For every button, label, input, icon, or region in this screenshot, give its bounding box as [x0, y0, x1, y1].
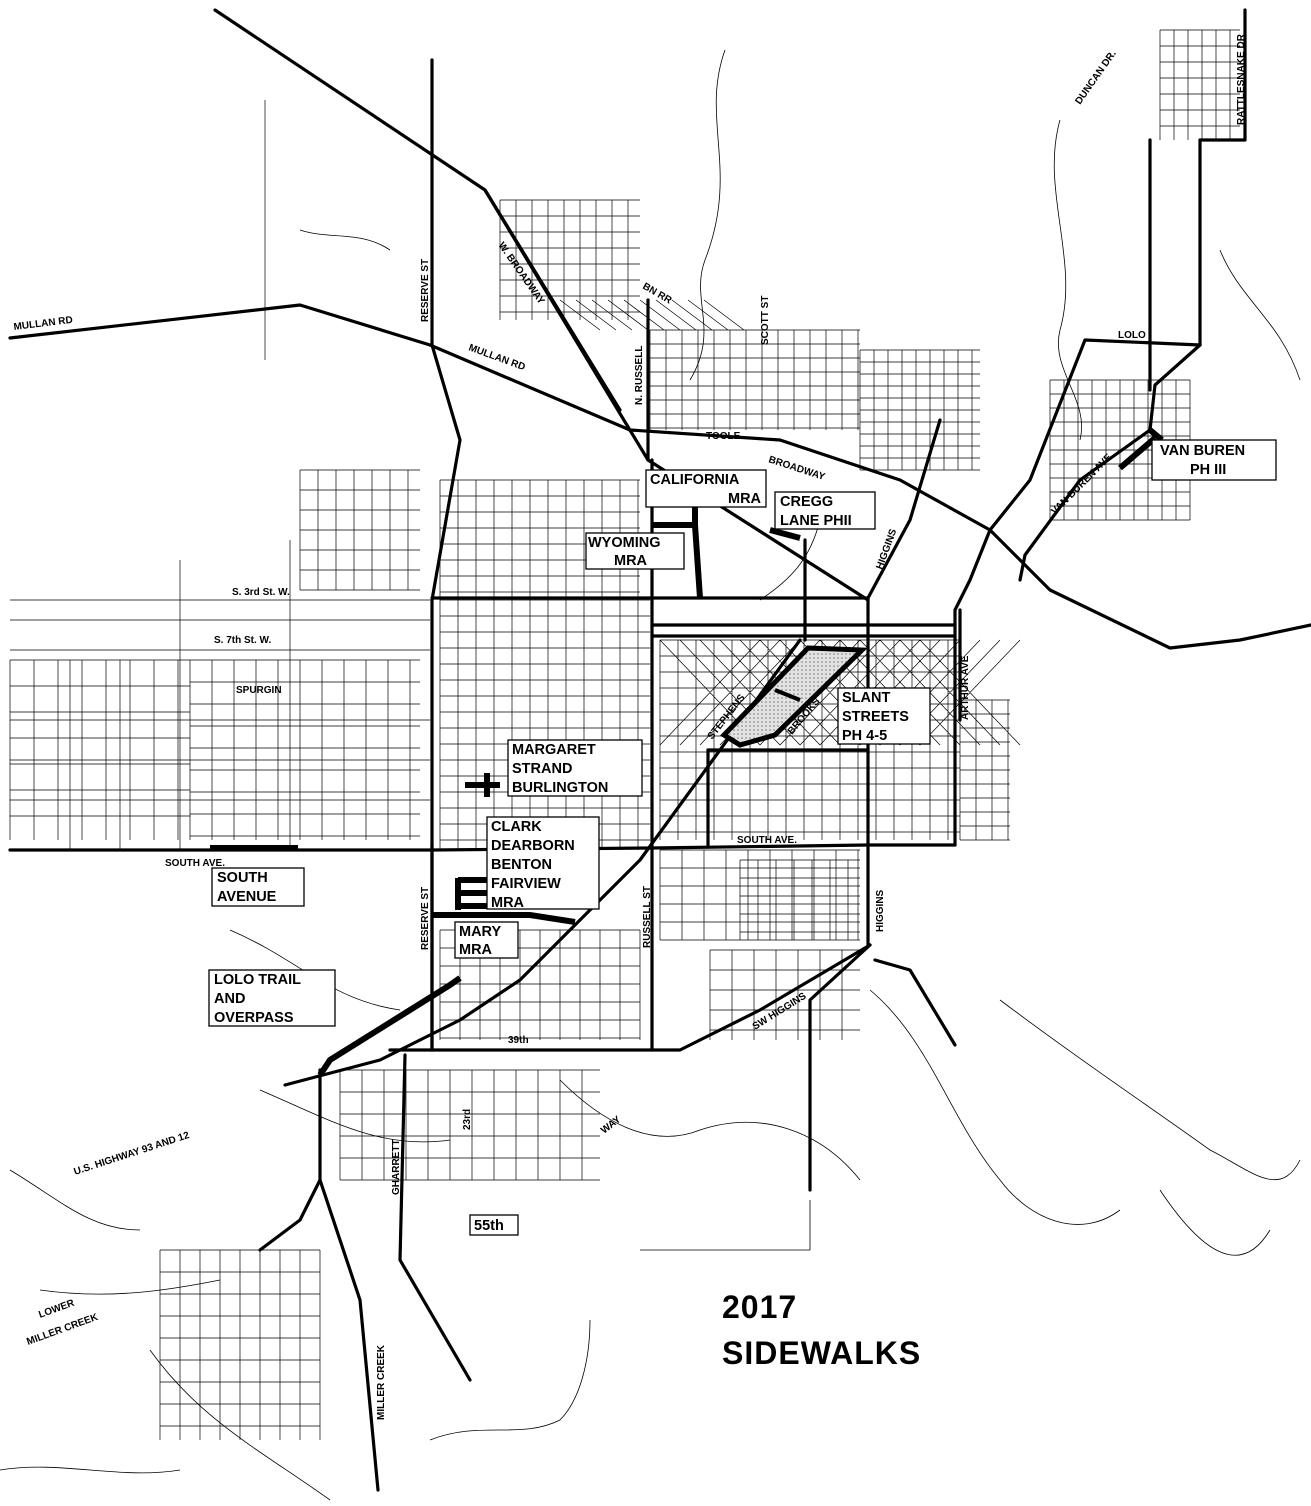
svg-text:FAIRVIEW: FAIRVIEW	[491, 876, 561, 892]
street-label-lower-miller-2: MILLER CREEK	[25, 1312, 100, 1348]
street-grid	[9, 29, 1240, 1440]
street-label-23rd: 23rd	[462, 1109, 473, 1130]
svg-text:STRAND: STRAND	[512, 761, 572, 777]
street-label-broadway: BROADWAY	[767, 454, 826, 483]
svg-text:MRA: MRA	[491, 895, 525, 911]
street-label-lower-miller: LOWER	[37, 1297, 76, 1320]
label-south-avenue: SOUTH AVENUE	[211, 867, 305, 907]
svg-text:MRA: MRA	[614, 553, 648, 569]
street-label-gharrett: GHARRETT	[391, 1139, 402, 1195]
svg-text:MRA: MRA	[728, 491, 762, 507]
street-label-way: WAY	[599, 1114, 623, 1136]
svg-text:BURLINGTON: BURLINGTON	[512, 780, 608, 796]
svg-text:BENTON: BENTON	[491, 857, 552, 873]
street-label-spurgin: SPURGIN	[236, 685, 282, 696]
svg-text:STREETS: STREETS	[842, 709, 909, 725]
svg-text:AVENUE: AVENUE	[217, 889, 277, 905]
svg-text:OVERPASS: OVERPASS	[214, 1010, 294, 1026]
street-label-russell-south: RUSSELL ST	[642, 886, 653, 948]
svg-text:55th: 55th	[474, 1218, 504, 1234]
major-roads	[8, 8, 1311, 1492]
street-label-arthur: ARTHUR AVE	[960, 655, 971, 720]
street-label-higgins-south: HIGGINS	[875, 889, 886, 932]
svg-text:CALIFORNIA: CALIFORNIA	[650, 472, 740, 488]
svg-text:AND: AND	[214, 991, 245, 1007]
creeks	[0, 49, 1301, 1501]
street-label-miller-creek: MILLER CREEK	[376, 1344, 387, 1420]
label-lolo-trail: LOLO TRAIL AND OVERPASS	[208, 969, 336, 1027]
street-label-scott: SCOTT ST	[760, 296, 771, 345]
map-title-year: 2017	[722, 1289, 797, 1325]
street-label-n-russell: N. RUSSELL	[634, 346, 645, 405]
svg-text:VAN BUREN: VAN BUREN	[1160, 443, 1245, 459]
street-label-south-ave-west: SOUTH AVE.	[165, 858, 225, 869]
street-label-toole: TOOLE	[706, 431, 741, 442]
label-cregg: CREGG LANE PHII	[774, 491, 876, 530]
svg-text:WYOMING: WYOMING	[588, 535, 661, 551]
street-label-reserve-north: RESERVE ST	[420, 259, 431, 322]
street-label-bn-rr: BN RR	[641, 281, 675, 307]
street-label-south-ave-east: SOUTH AVE.	[737, 835, 797, 846]
label-mary: MARY MRA	[454, 921, 519, 959]
street-label-van-buren-ave: VAN BUREN AVE	[1049, 452, 1114, 517]
svg-text:SOUTH: SOUTH	[217, 870, 268, 886]
street-label-39th: 39th	[508, 1035, 529, 1046]
street-label-mullan-center: MULLAN RD	[467, 342, 527, 373]
svg-text:MRA: MRA	[459, 942, 493, 958]
street-label-s7th: S. 7th St. W.	[214, 635, 271, 646]
svg-text:CREGG: CREGG	[780, 494, 833, 510]
street-label-reserve-south: RESERVE ST	[420, 887, 431, 950]
project-segments	[210, 427, 1164, 1077]
street-label-us-highway: U.S. HIGHWAY 93 AND 12	[73, 1130, 192, 1178]
label-slant: SLANT STREETS PH 4-5	[837, 687, 931, 745]
street-label-s3rd: S. 3rd St. W.	[232, 587, 290, 598]
street-label-duncan: DUNCAN DR.	[1073, 48, 1118, 106]
svg-text:SLANT: SLANT	[842, 690, 890, 706]
label-margaret: MARGARET STRAND BURLINGTON	[507, 739, 643, 797]
svg-text:LOLO TRAIL: LOLO TRAIL	[214, 972, 301, 988]
label-van-buren: VAN BUREN PH III	[1151, 439, 1277, 481]
slant-streets-area	[720, 645, 868, 748]
svg-text:CLARK: CLARK	[491, 819, 542, 835]
svg-text:PH III: PH III	[1190, 462, 1226, 478]
svg-text:MARGARET: MARGARET	[512, 742, 596, 758]
label-wyoming: WYOMING MRA	[585, 532, 685, 570]
svg-text:PH 4-5: PH 4-5	[842, 728, 887, 744]
svg-text:DEARBORN: DEARBORN	[491, 838, 575, 854]
label-clark: CLARK DEARBORN BENTON FAIRVIEW MRA	[486, 816, 600, 911]
label-california: CALIFORNIA MRA	[645, 469, 767, 508]
svg-text:MARY: MARY	[459, 924, 501, 940]
svg-text:LANE PHII: LANE PHII	[780, 513, 852, 529]
street-label-lolo-top: LOLO	[1118, 330, 1146, 341]
map-title-sidewalks: SIDEWALKS	[722, 1335, 921, 1371]
label-55th: 55th	[469, 1214, 519, 1236]
street-label-rattlesnake: RATTLESNAKE DR	[1236, 33, 1247, 125]
